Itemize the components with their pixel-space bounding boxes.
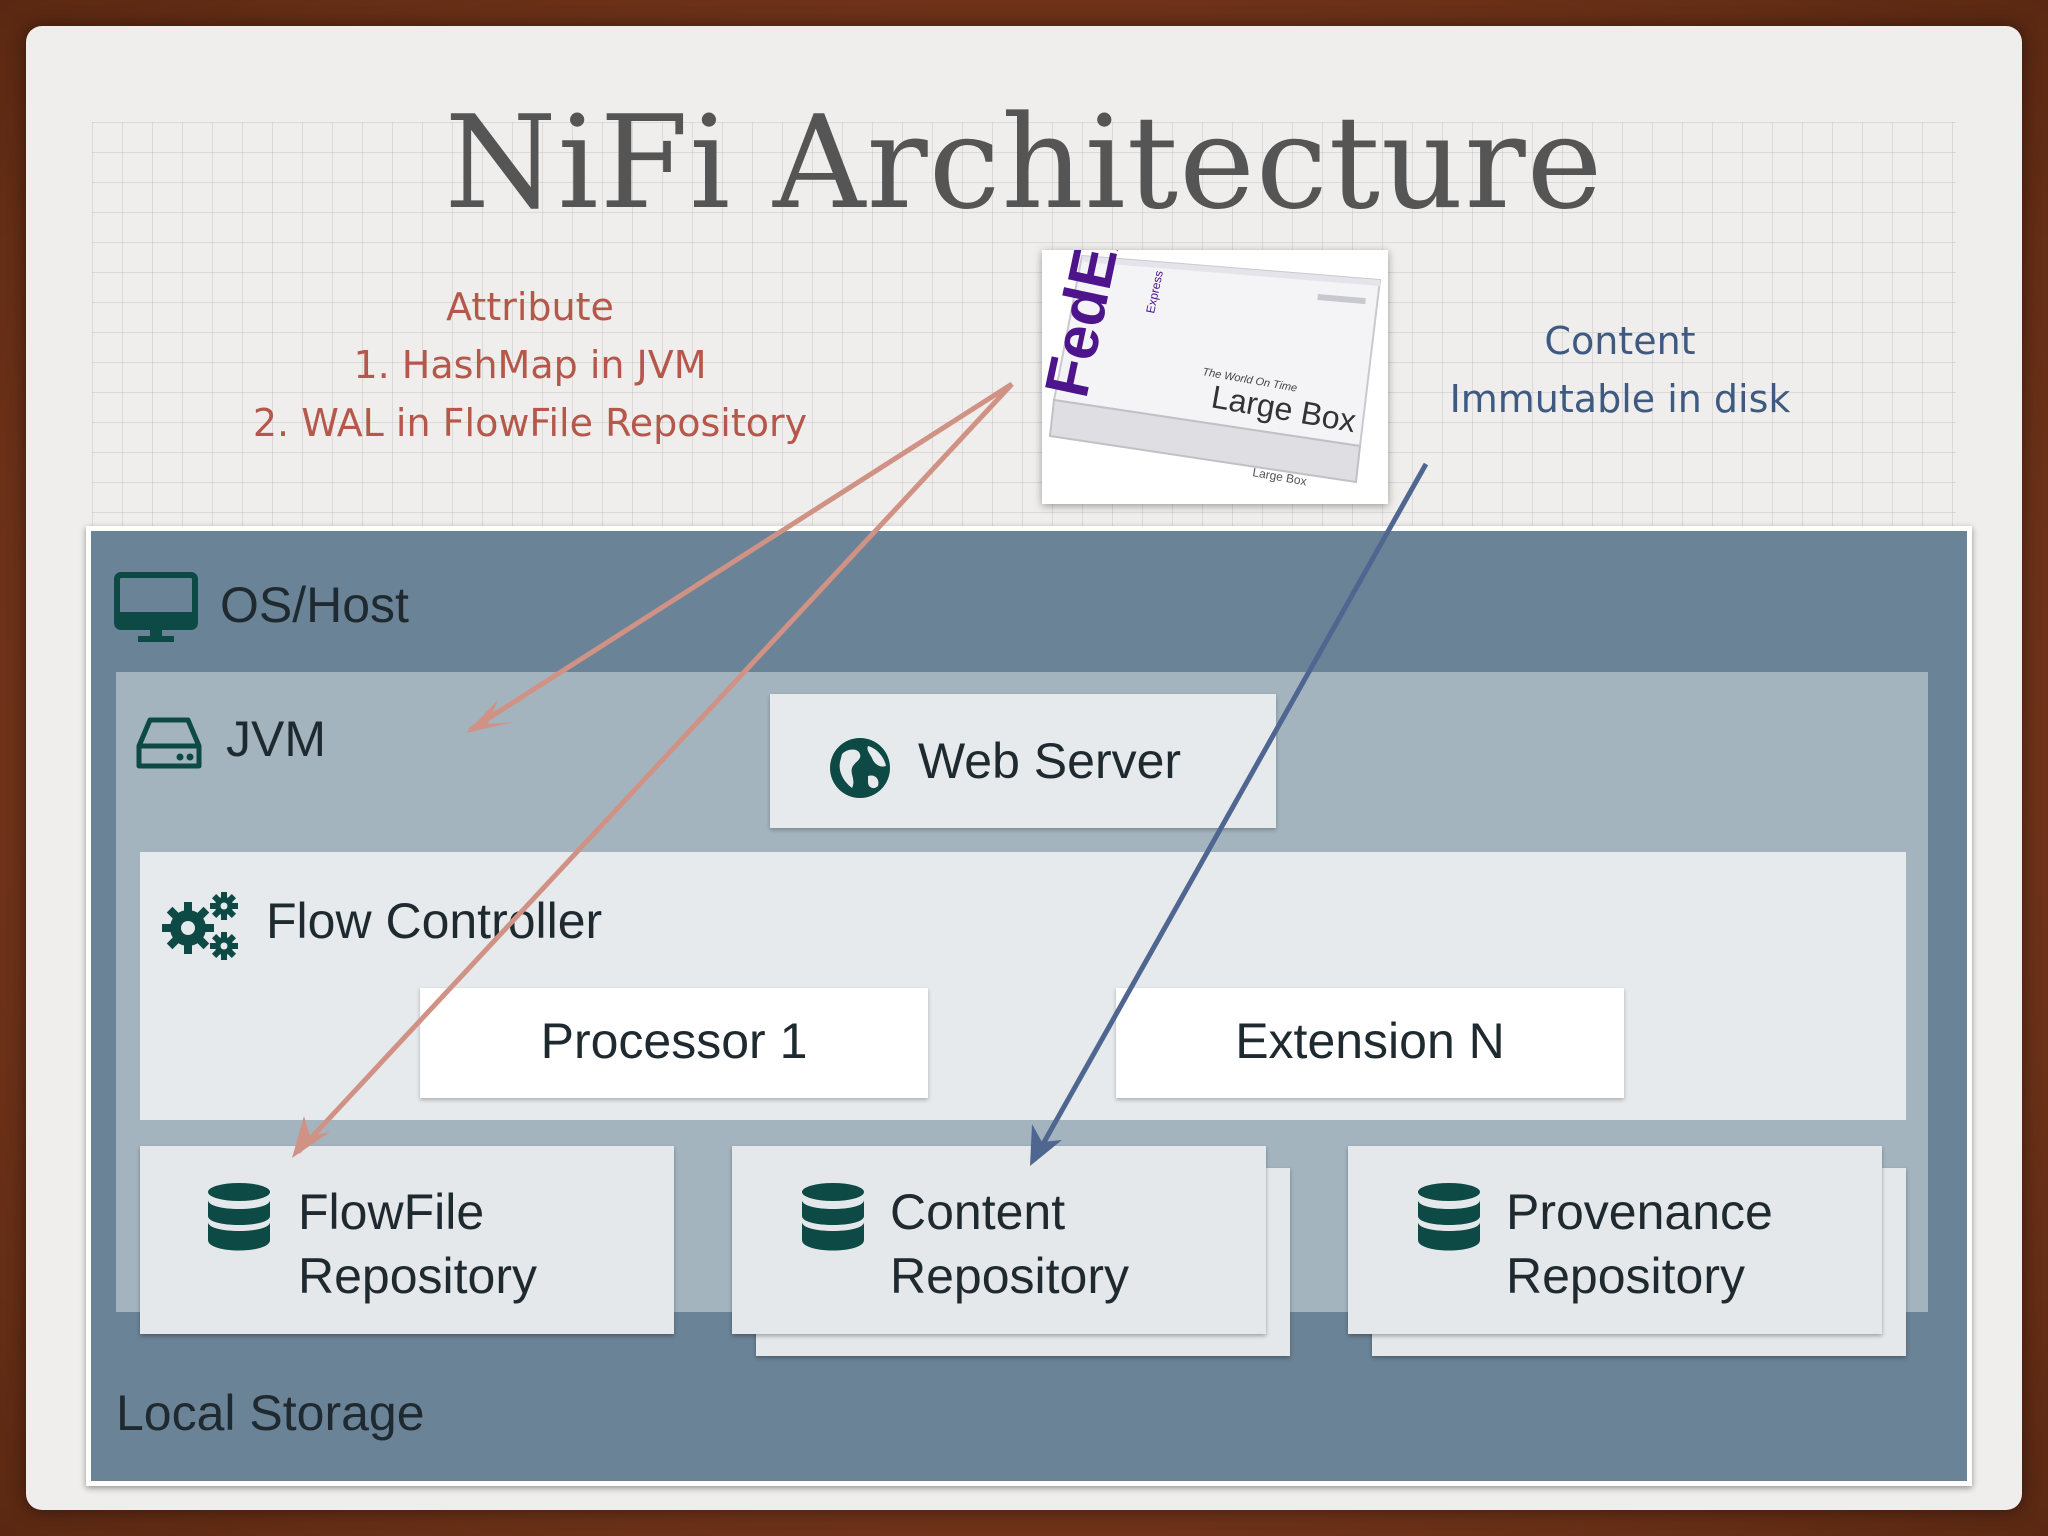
flowfile-repository-line: Repository [298, 1248, 537, 1304]
fedex-box-drawing: FedEx Express The World On Time Large Bo… [1042, 250, 1382, 488]
provenance-repository-line: Repository [1506, 1248, 1745, 1304]
content-repository-line: Repository [890, 1248, 1129, 1304]
database-icon [1418, 1183, 1480, 1251]
flowfile-repository-label: FlowFile Repository [298, 1180, 537, 1308]
content-repository-label: Content Repository [890, 1180, 1129, 1308]
jvm-label: JVM [226, 711, 326, 767]
web-server-label: Web Server [918, 733, 1182, 789]
flow-controller-label: Flow Controller [266, 893, 603, 949]
provenance-repository-label: Provenance Repository [1506, 1180, 1773, 1308]
globe-icon [830, 738, 890, 798]
content-repository-line: Content [890, 1184, 1066, 1240]
attribute-note-line: 1. HashMap in JVM [353, 343, 707, 387]
content-note: Content Immutable in disk [1410, 312, 1830, 428]
content-note-line: Immutable in disk [1449, 377, 1791, 421]
database-icon [802, 1183, 864, 1251]
content-note-line: Content [1544, 319, 1696, 363]
attribute-note: Attribute 1. HashMap in JVM 2. WAL in Fl… [200, 278, 860, 452]
attribute-note-line: Attribute [446, 285, 614, 329]
attribute-note-line: 2. WAL in FlowFile Repository [252, 401, 808, 445]
flowfile-repository-line: FlowFile [298, 1184, 485, 1240]
os-host-label: OS/Host [220, 577, 409, 633]
local-storage-label: Local Storage [116, 1385, 425, 1441]
gears-icon [162, 892, 238, 960]
monitor-icon [114, 572, 198, 642]
database-icon [208, 1183, 270, 1251]
processor-label: Processor 1 [540, 1013, 808, 1069]
slide-title: NiFi Architecture [444, 89, 1604, 238]
extension-label: Extension N [1235, 1013, 1505, 1069]
hard-drive-icon [136, 717, 202, 769]
provenance-repository-line: Provenance [1506, 1184, 1773, 1240]
fedex-box-image: FedEx Express The World On Time Large Bo… [1042, 250, 1388, 504]
